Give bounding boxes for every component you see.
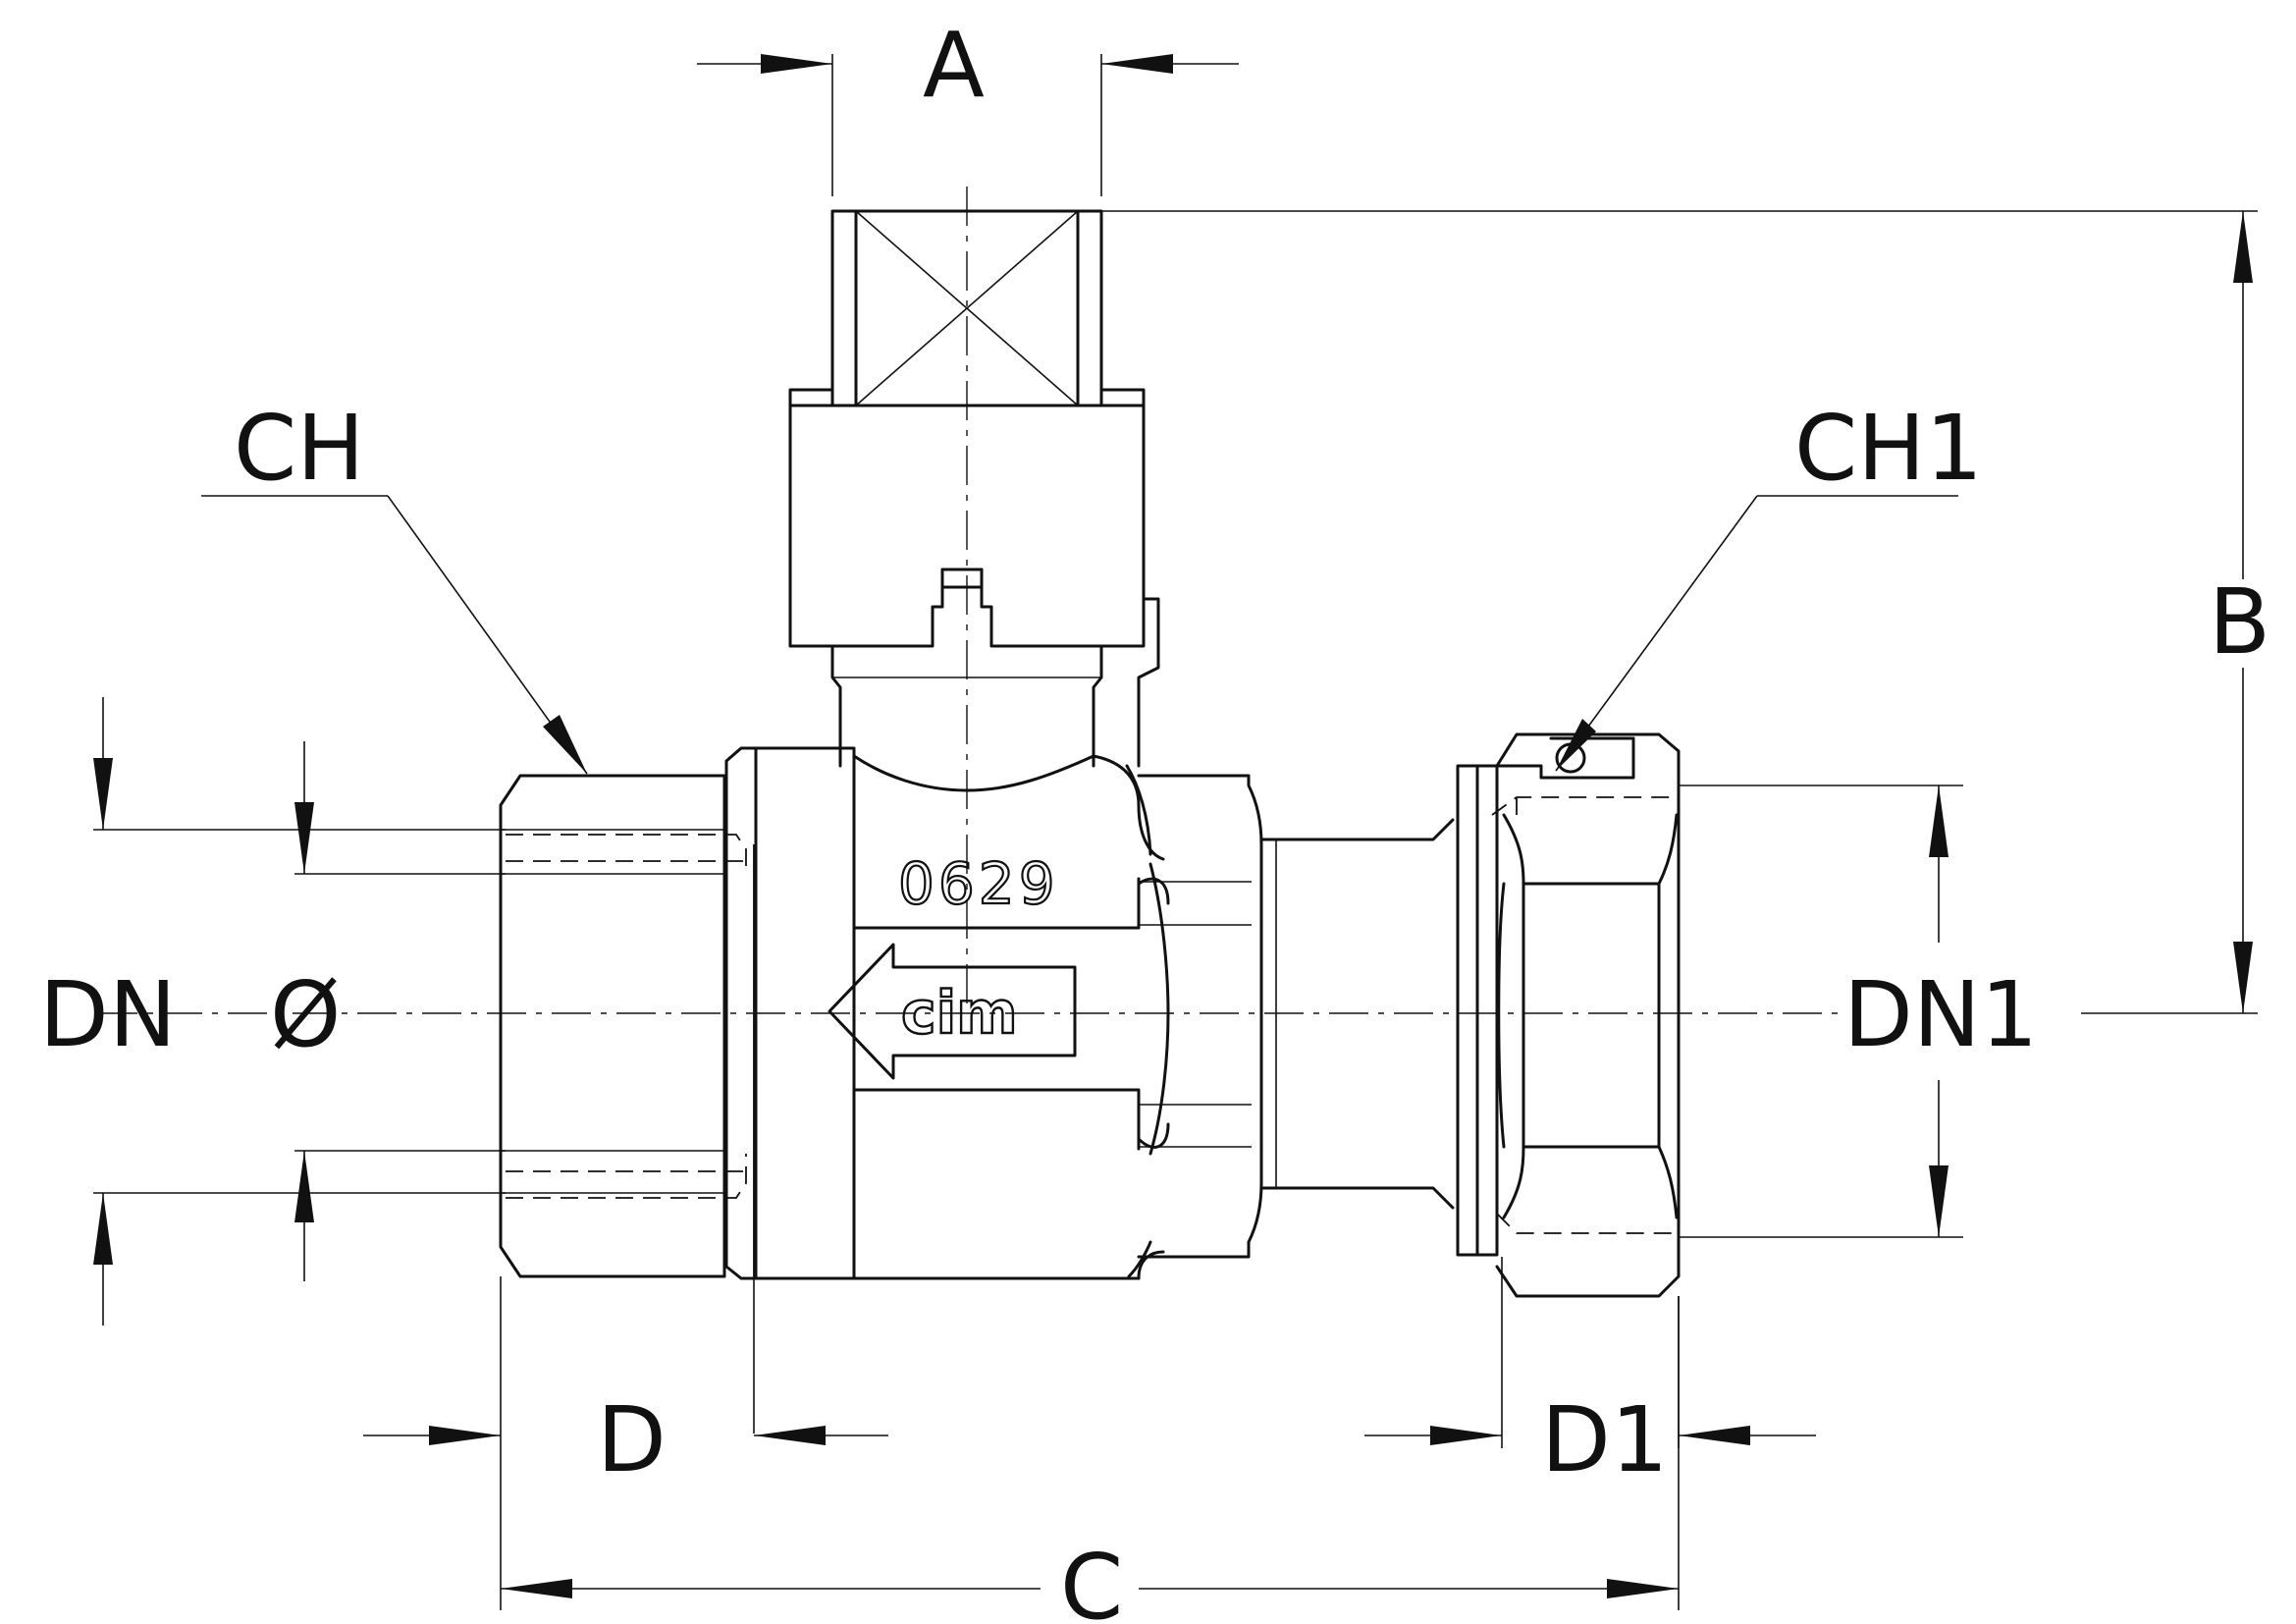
label-a: A — [923, 13, 985, 118]
body-markings: 0629 cim — [828, 849, 1077, 1080]
label-d1: D1 — [1541, 1387, 1668, 1492]
valve-body — [724, 746, 1263, 1280]
dimension-b: B — [1101, 210, 2270, 1014]
leader-ch: CH — [201, 396, 588, 775]
dimension-dn: DN — [39, 697, 506, 1326]
left-female-end — [499, 774, 755, 1434]
label-phi: Ø — [270, 962, 341, 1067]
flow-direction-arrow — [828, 943, 1077, 1080]
label-b: B — [2209, 569, 2270, 675]
dimension-d1: D1 — [1364, 1257, 1816, 1492]
body-code-marking: 0629 — [898, 850, 1059, 917]
dimension-a: A — [697, 13, 1239, 196]
label-dn1: DN1 — [1843, 962, 2038, 1067]
label-ch: CH — [234, 396, 364, 501]
label-dn: DN — [39, 962, 177, 1067]
square-cross-2 — [855, 210, 1079, 406]
dimension-dn1: DN1 — [1679, 785, 2038, 1238]
label-ch1: CH1 — [1794, 396, 1983, 501]
label-d: D — [597, 1387, 667, 1492]
dimension-bore: Ø — [270, 741, 506, 1281]
tailpiece-neck — [1259, 818, 1455, 1210]
leader-ch1: CH1 — [1555, 396, 1983, 772]
dimension-d: D — [363, 1387, 888, 1492]
label-c: C — [1060, 1535, 1123, 1624]
right-union-nut — [1456, 732, 1681, 1298]
handle-cap — [788, 209, 1160, 768]
dimension-c: C — [500, 1276, 1680, 1624]
brand-marking: cim — [901, 979, 1018, 1048]
center-lines — [98, 187, 1845, 1014]
